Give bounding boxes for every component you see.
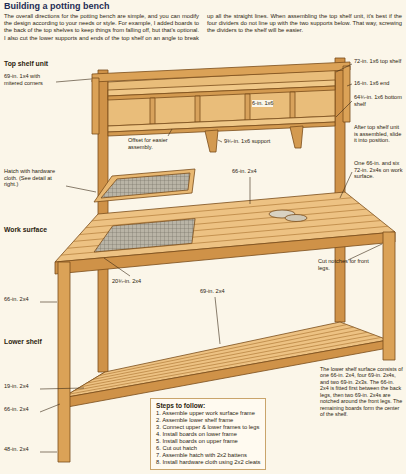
divider (150, 98, 155, 124)
part-label: 72-in. 1x6 top shelf (354, 58, 404, 65)
hatch-opening (94, 219, 195, 252)
step-item: 4. Install boards on lower frame (156, 431, 260, 438)
support (205, 130, 218, 152)
step-item: 6. Cut out hatch (156, 445, 260, 452)
hardware-cloth (101, 173, 190, 198)
note: Hatch with hardware cloth. (See detail a… (4, 168, 66, 188)
part-label: 66-in. 2x4 (4, 296, 54, 303)
front-leg (383, 232, 395, 360)
part-label: 64¾-in. 1x6 bottom shelf (354, 94, 404, 107)
front-leg (58, 262, 70, 462)
part-label: 19-in. 2x4 (4, 383, 54, 390)
divider (245, 94, 250, 120)
step-item: 7. Assemble hatch with 2x2 battens (156, 452, 260, 459)
part-label: 6-in. 1x6 (252, 100, 273, 107)
top-shelf-edge (108, 86, 335, 100)
frame-side (92, 78, 99, 134)
part-label: 69-in. 1x4 with mitered corners (4, 73, 56, 86)
top-frame (92, 62, 350, 82)
part-label: 48-in. 2x4 (4, 446, 54, 453)
note: Cut notches for front legs. (318, 258, 376, 271)
divider (195, 96, 200, 122)
slat-line (86, 203, 360, 227)
support (290, 126, 303, 148)
frame-side (343, 66, 350, 122)
part-label: 9¾-in. 1x6 support (224, 138, 294, 145)
part-label: 20¾-in. 2x4 (112, 278, 146, 285)
part-label: 66-in. 2x4 (232, 168, 292, 175)
intro-paragraph: The overall directions for the potting b… (4, 13, 402, 42)
divider (290, 92, 295, 118)
hatch (94, 169, 195, 202)
steps-heading: Steps to follow: (156, 402, 260, 410)
note: Offset for easier assembly. (128, 137, 180, 150)
note: The lower shelf surface consists of one … (320, 366, 404, 418)
steps-box: Steps to follow:1. Assemble upper work s… (150, 398, 266, 470)
step-item: 1. Assemble upper work surface frame (156, 410, 260, 417)
step-item: 2. Assemble lower shelf frame (156, 417, 260, 424)
note: One 66-in. and six 72-in. 2x4s on work s… (354, 160, 404, 180)
step-item: 3. Connect upper & lower frames to legs (156, 424, 260, 431)
step-item: 5. Install boards on upper frame (156, 438, 260, 445)
gloves (285, 215, 307, 222)
step-item: 8. Install hardware cloth using 2x2 clea… (156, 459, 260, 466)
part-label: 16-in. 1x6 end (354, 80, 404, 87)
title: Building a potting bench (4, 1, 110, 12)
section-heading: Top shelf unit (4, 60, 94, 68)
section-heading: Lower shelf (4, 338, 56, 346)
slat-line (92, 198, 352, 221)
part-label: 66-in. 2x4 (4, 406, 54, 413)
part-label: 69-in. 2x4 (200, 288, 250, 295)
section-heading: Work surface (4, 226, 74, 234)
note: After top shelf unit is assembled, slide… (354, 124, 404, 144)
